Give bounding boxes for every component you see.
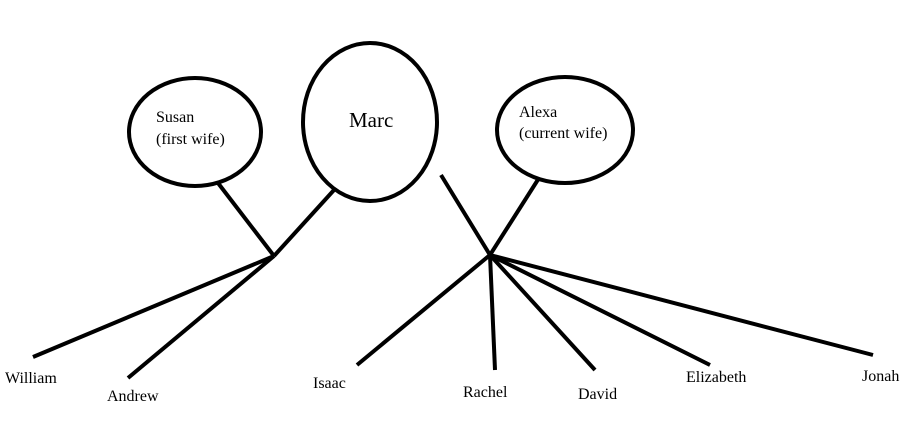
marc-node (301, 41, 439, 203)
marc-left-edge (272, 188, 336, 258)
marc-name: Marc (349, 108, 393, 132)
andrew-edge (126, 254, 276, 380)
child-label-andrew: Andrew (107, 388, 159, 405)
child-label-elizabeth: Elizabeth (686, 369, 746, 386)
susan-edge (216, 181, 276, 258)
child-label-isaac: Isaac (313, 375, 346, 392)
david-edge (488, 253, 597, 372)
susan-node (127, 76, 263, 188)
rachel-edge (488, 254, 497, 371)
susan-note: (first wife) (156, 131, 225, 148)
isaac-edge (355, 253, 492, 367)
jonah-edge (489, 253, 874, 357)
child-label-william: William (5, 370, 57, 387)
alexa-name: Alexa (519, 104, 557, 121)
alexa-edge (488, 176, 541, 257)
child-label-jonah: Jonah (862, 368, 899, 385)
william-edge (32, 254, 275, 359)
susan-name: Susan (156, 109, 194, 126)
elizabeth-edge (489, 253, 711, 367)
child-label-rachel: Rachel (463, 384, 508, 401)
alexa-node (495, 75, 635, 185)
alexa-note: (current wife) (519, 125, 607, 142)
child-label-david: David (578, 386, 617, 403)
marc-right-edge (439, 173, 492, 257)
